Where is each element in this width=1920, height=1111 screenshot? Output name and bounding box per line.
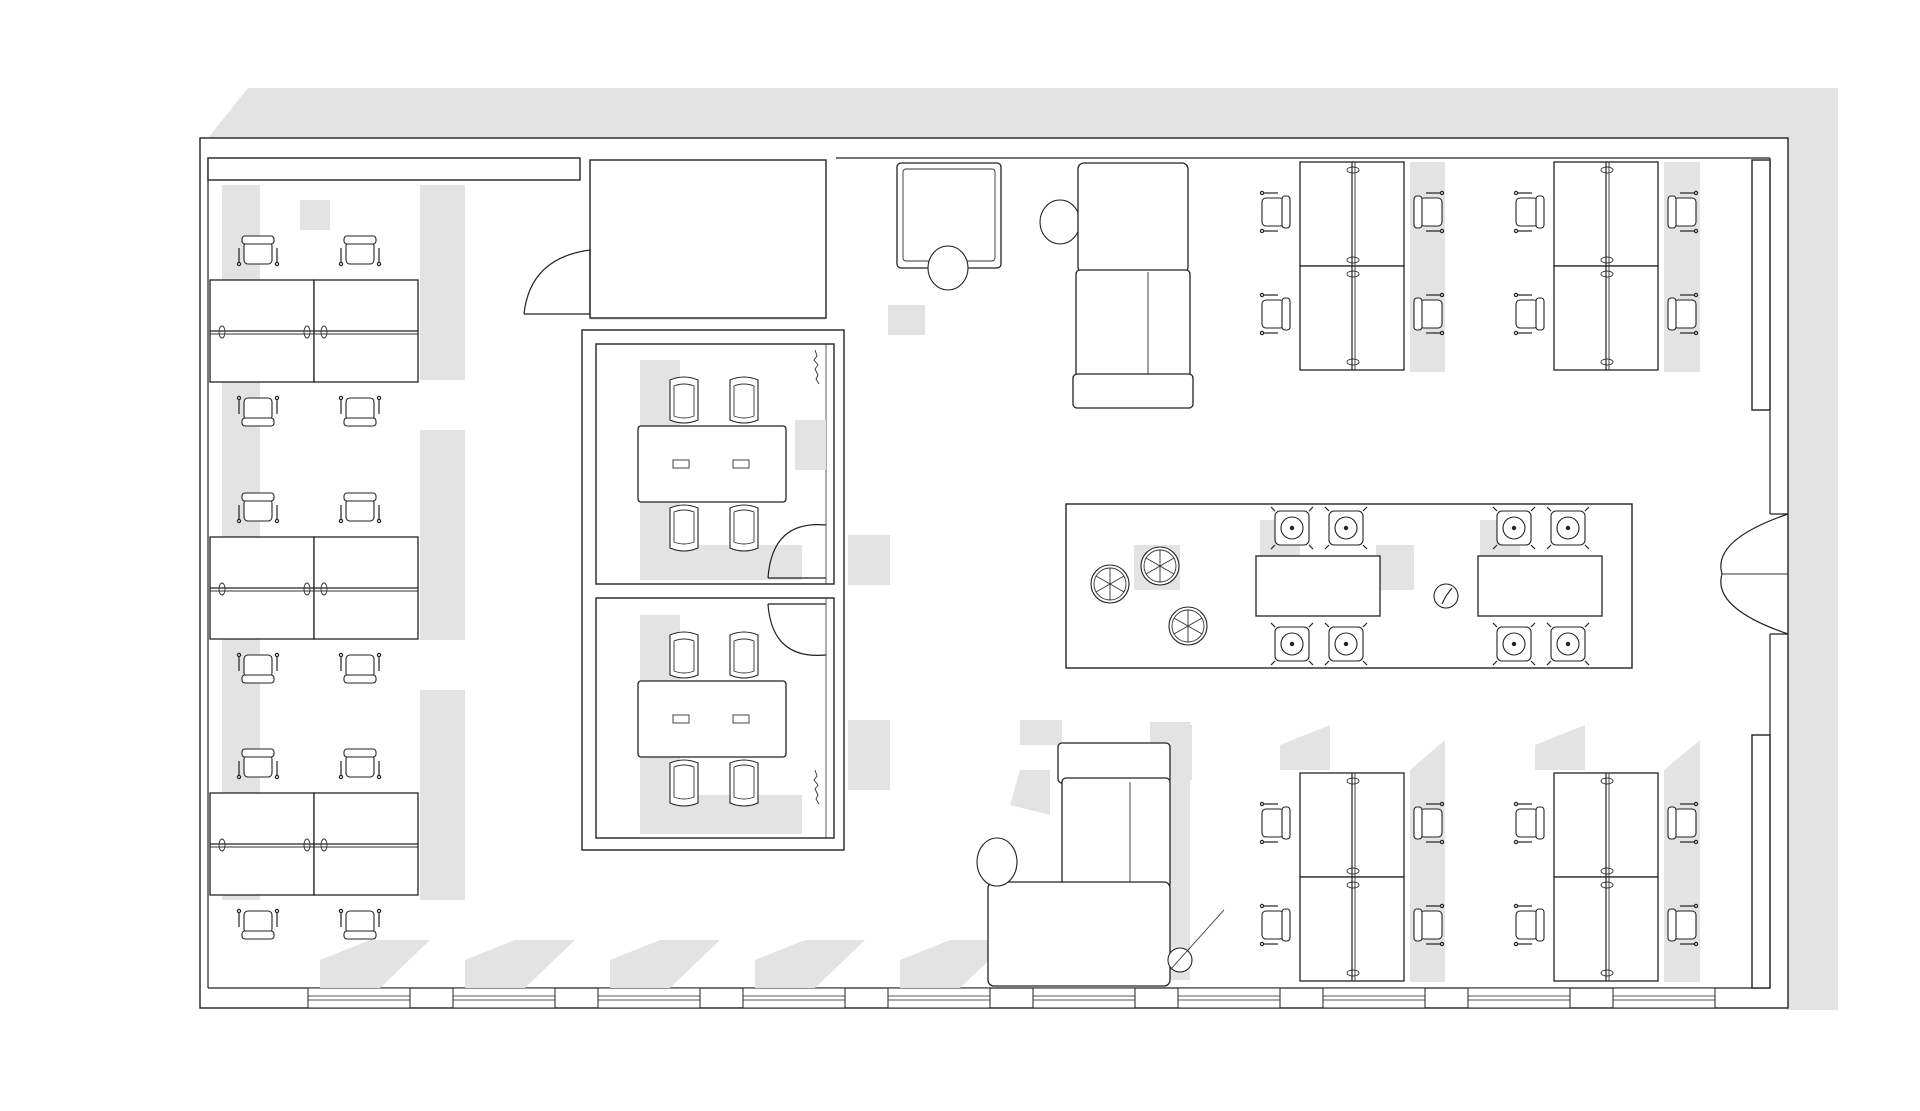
cafe-table xyxy=(1255,555,1381,617)
workstation-cluster xyxy=(209,235,419,427)
workstation-cluster xyxy=(209,748,419,940)
window xyxy=(1177,987,1281,1009)
window xyxy=(1612,987,1716,1009)
pouf-bottom xyxy=(976,837,1018,887)
power-socket xyxy=(672,459,690,469)
left-corridor-shelf xyxy=(207,157,581,181)
meeting-chair xyxy=(729,504,759,552)
cafe-stool xyxy=(1546,506,1590,550)
round-side-table xyxy=(1090,564,1130,604)
workstation-cluster xyxy=(1259,772,1445,982)
round-side-table xyxy=(1140,546,1180,586)
workstation-cluster xyxy=(1513,161,1699,371)
window xyxy=(1467,987,1571,1009)
window xyxy=(887,987,991,1009)
cafe-stool xyxy=(1492,506,1536,550)
storage-room xyxy=(589,159,827,320)
small-side-table xyxy=(1167,909,1225,973)
meeting-table xyxy=(637,680,787,758)
window xyxy=(742,987,846,1009)
meeting-chair xyxy=(669,759,699,807)
acoustic-strips xyxy=(813,349,820,805)
meeting-table xyxy=(637,425,787,503)
cafe-table xyxy=(1477,555,1603,617)
cafe-stool xyxy=(1492,622,1536,666)
window xyxy=(452,987,556,1009)
window xyxy=(1032,987,1136,1009)
cafe-stool xyxy=(1324,622,1368,666)
power-socket xyxy=(732,714,750,724)
cafe-stool xyxy=(1270,506,1314,550)
round-side-table xyxy=(1168,606,1208,646)
meeting-chair xyxy=(729,376,759,424)
sofa-top xyxy=(1072,162,1194,409)
cafe-stool xyxy=(1270,622,1314,666)
power-socket xyxy=(672,714,690,724)
meeting-room-1-door[interactable] xyxy=(767,524,827,579)
pouf-top xyxy=(927,199,1081,291)
meeting-chair xyxy=(669,504,699,552)
right-workstations xyxy=(1259,161,1699,982)
cafe-stool xyxy=(1324,506,1368,550)
entrance-double-door[interactable] xyxy=(1720,513,1789,635)
cafe-furniture xyxy=(1090,506,1603,666)
workstation-cluster xyxy=(1513,772,1699,982)
window xyxy=(1322,987,1426,1009)
cafe-centre-fixture xyxy=(1433,583,1459,609)
meeting-room-2 xyxy=(637,631,787,807)
meeting-chair xyxy=(729,759,759,807)
meeting-chair xyxy=(729,631,759,679)
window-row xyxy=(307,987,1716,1009)
sofa-bottom xyxy=(987,742,1171,987)
window xyxy=(597,987,701,1009)
meeting-room-1 xyxy=(637,376,787,552)
wall-pilasters xyxy=(1751,159,1771,989)
meeting-chair xyxy=(669,631,699,679)
power-socket xyxy=(732,459,750,469)
window xyxy=(307,987,411,1009)
building-shadow xyxy=(208,88,1838,1010)
workstation-cluster xyxy=(209,492,419,684)
cafe-stool xyxy=(1546,622,1590,666)
workstation-cluster xyxy=(1259,161,1445,371)
storage-door[interactable] xyxy=(523,249,591,315)
meeting-chair xyxy=(669,376,699,424)
meeting-room-2-door[interactable] xyxy=(767,603,827,656)
left-workstations xyxy=(209,235,419,940)
